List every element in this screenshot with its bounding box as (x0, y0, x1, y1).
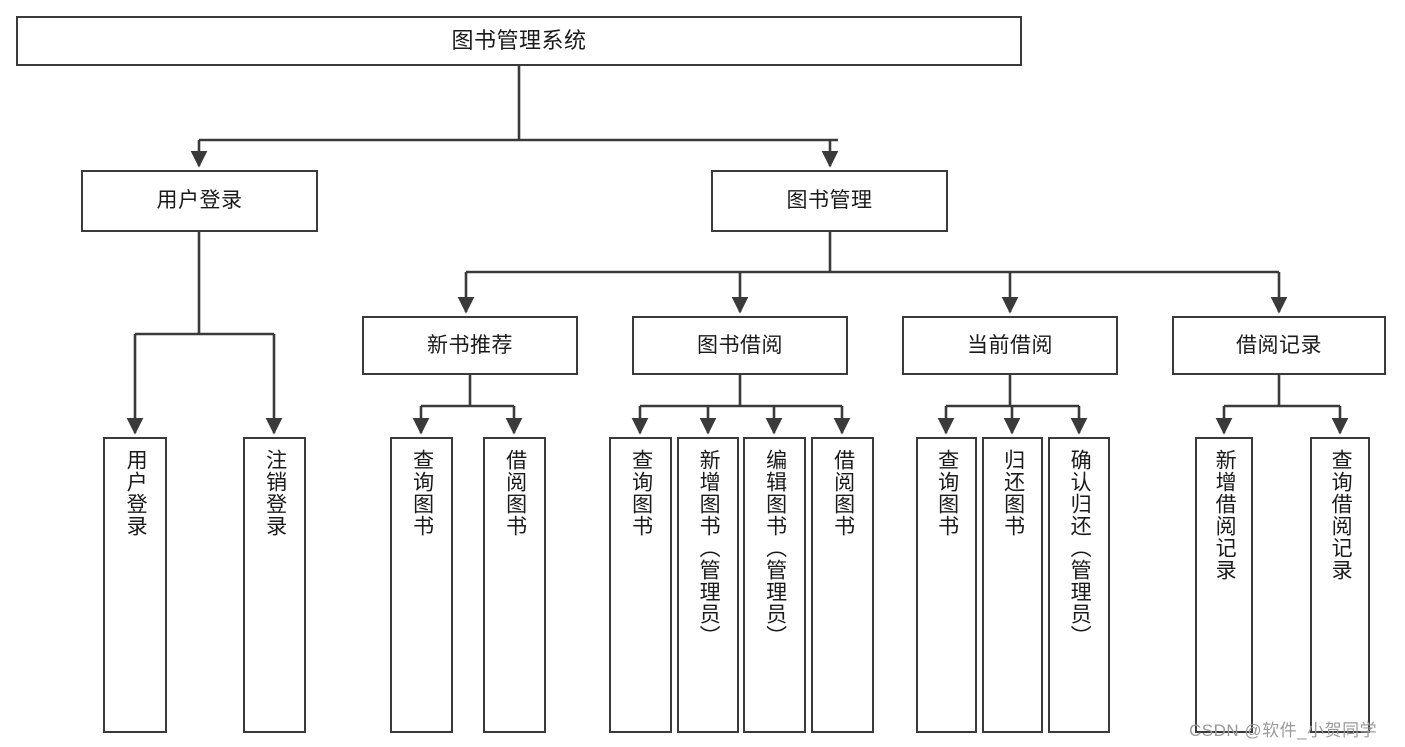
node-leaf-add-book-label: 新增图书（管理员） (697, 449, 721, 647)
node-book-manage-label: 图书管理 (786, 189, 873, 213)
node-leaf-add-record-label: 新增借阅记录 (1213, 449, 1237, 581)
node-current-borrow-label: 当前借阅 (967, 333, 1053, 357)
node-leaf-return-book-label: 归还图书 (1001, 449, 1025, 537)
node-root-label: 图书管理系统 (451, 27, 587, 53)
node-user-login[interactable]: 用户登录 (81, 170, 318, 232)
node-new-book-rec[interactable]: 新书推荐 (362, 316, 578, 375)
node-leaf-borrow-book-1[interactable]: 借阅图书 (483, 437, 546, 733)
node-leaf-return-book[interactable]: 归还图书 (982, 437, 1043, 733)
node-leaf-borrow-book-2[interactable]: 借阅图书 (811, 437, 874, 733)
node-leaf-query-book-1[interactable]: 查询图书 (390, 437, 453, 733)
node-leaf-add-record[interactable]: 新增借阅记录 (1195, 437, 1253, 733)
node-leaf-user-login[interactable]: 用户登录 (103, 437, 167, 733)
node-new-book-rec-label: 新书推荐 (427, 333, 513, 357)
node-leaf-query-record-label: 查询借阅记录 (1329, 449, 1353, 581)
node-leaf-borrow-book-2-label: 借阅图书 (831, 449, 855, 537)
node-leaf-query-book-2[interactable]: 查询图书 (609, 437, 672, 733)
node-leaf-query-book-3[interactable]: 查询图书 (916, 437, 977, 733)
node-leaf-edit-book-label: 编辑图书（管理员） (763, 449, 787, 647)
node-user-login-label: 用户登录 (156, 189, 243, 213)
node-leaf-query-record[interactable]: 查询借阅记录 (1310, 437, 1370, 733)
node-borrow-record-label: 借阅记录 (1236, 333, 1322, 357)
node-book-borrow[interactable]: 图书借阅 (632, 316, 848, 375)
node-book-manage[interactable]: 图书管理 (711, 170, 948, 232)
node-leaf-logout[interactable]: 注销登录 (243, 437, 306, 733)
node-leaf-query-book-3-label: 查询图书 (935, 449, 959, 537)
node-leaf-query-book-1-label: 查询图书 (410, 449, 434, 537)
node-leaf-confirm-return-label: 确认归还（管理员） (1068, 449, 1092, 647)
node-leaf-query-book-2-label: 查询图书 (629, 449, 653, 537)
node-current-borrow[interactable]: 当前借阅 (902, 316, 1118, 375)
node-borrow-record[interactable]: 借阅记录 (1172, 316, 1386, 375)
node-book-borrow-label: 图书借阅 (697, 333, 783, 357)
node-leaf-borrow-book-1-label: 借阅图书 (503, 449, 527, 537)
node-leaf-edit-book[interactable]: 编辑图书（管理员） (743, 437, 806, 733)
node-leaf-add-book[interactable]: 新增图书（管理员） (677, 437, 739, 733)
csdn-watermark: CSDN @软件_小贺同学 (1189, 721, 1378, 740)
node-root[interactable]: 图书管理系统 (16, 16, 1022, 66)
node-leaf-user-login-label: 用户登录 (124, 449, 148, 537)
node-leaf-confirm-return[interactable]: 确认归还（管理员） (1048, 437, 1110, 733)
node-leaf-logout-label: 注销登录 (263, 449, 287, 537)
